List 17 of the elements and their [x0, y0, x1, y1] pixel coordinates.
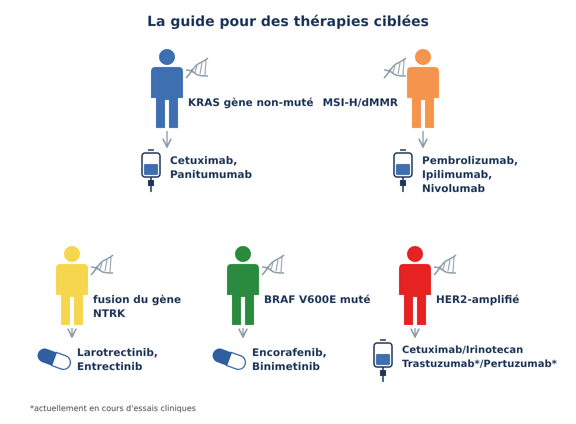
biomarker-label: fusion du gène NTRK — [93, 293, 182, 321]
biomarker-label: HER2-amplifié — [436, 293, 520, 307]
footnote: *actuellement en cours d'essais cliniques — [30, 404, 196, 413]
arrow — [67, 328, 77, 338]
drug-label: Pembrolizumab, Ipilimumab, Nivolumab — [422, 154, 519, 196]
arrow — [238, 328, 248, 338]
title: La guide pour des thérapies ciblées — [146, 14, 430, 30]
arrow — [418, 131, 428, 148]
drug-label: Cetuximab, Panitumumab — [170, 154, 254, 182]
drug-label: Encorafenib, Binimetinib — [252, 346, 328, 374]
arrow — [410, 328, 420, 338]
biomarker-label: KRAS gène non-muté — [188, 96, 315, 110]
biomarker-label: MSI-H/dMMR — [322, 96, 398, 110]
drug-label: Cetuximab/Irinotecan Trastuzumab*/Pertuzumab* — [402, 344, 558, 372]
arrow — [162, 131, 172, 148]
drug-label: Larotrectinib, Entrectinib — [77, 346, 159, 374]
biomarker-label: BRAF V600E muté — [264, 293, 372, 307]
